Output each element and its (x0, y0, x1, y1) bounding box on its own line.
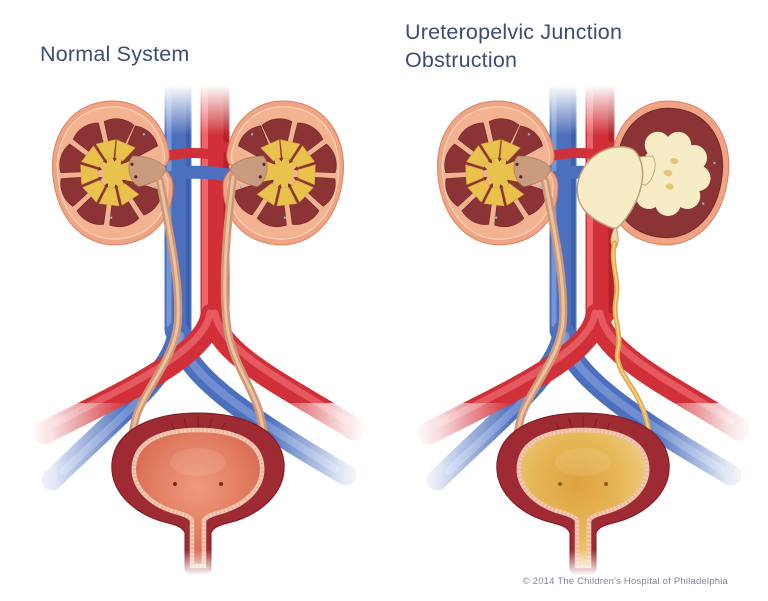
upj-obstruction-illustration (413, 85, 753, 590)
copyright-text: © 2014 The Children's Hospital of Philad… (522, 576, 728, 587)
normal-system-illustration (28, 85, 368, 590)
bladder-normal (112, 413, 284, 580)
title-normal-system: Normal System (40, 42, 190, 66)
bladder-urine-filled (497, 413, 669, 580)
obstructed-ureter-highlight (612, 242, 650, 440)
title-upj-obstruction: Ureteropelvic Junction Obstruction (405, 20, 623, 72)
